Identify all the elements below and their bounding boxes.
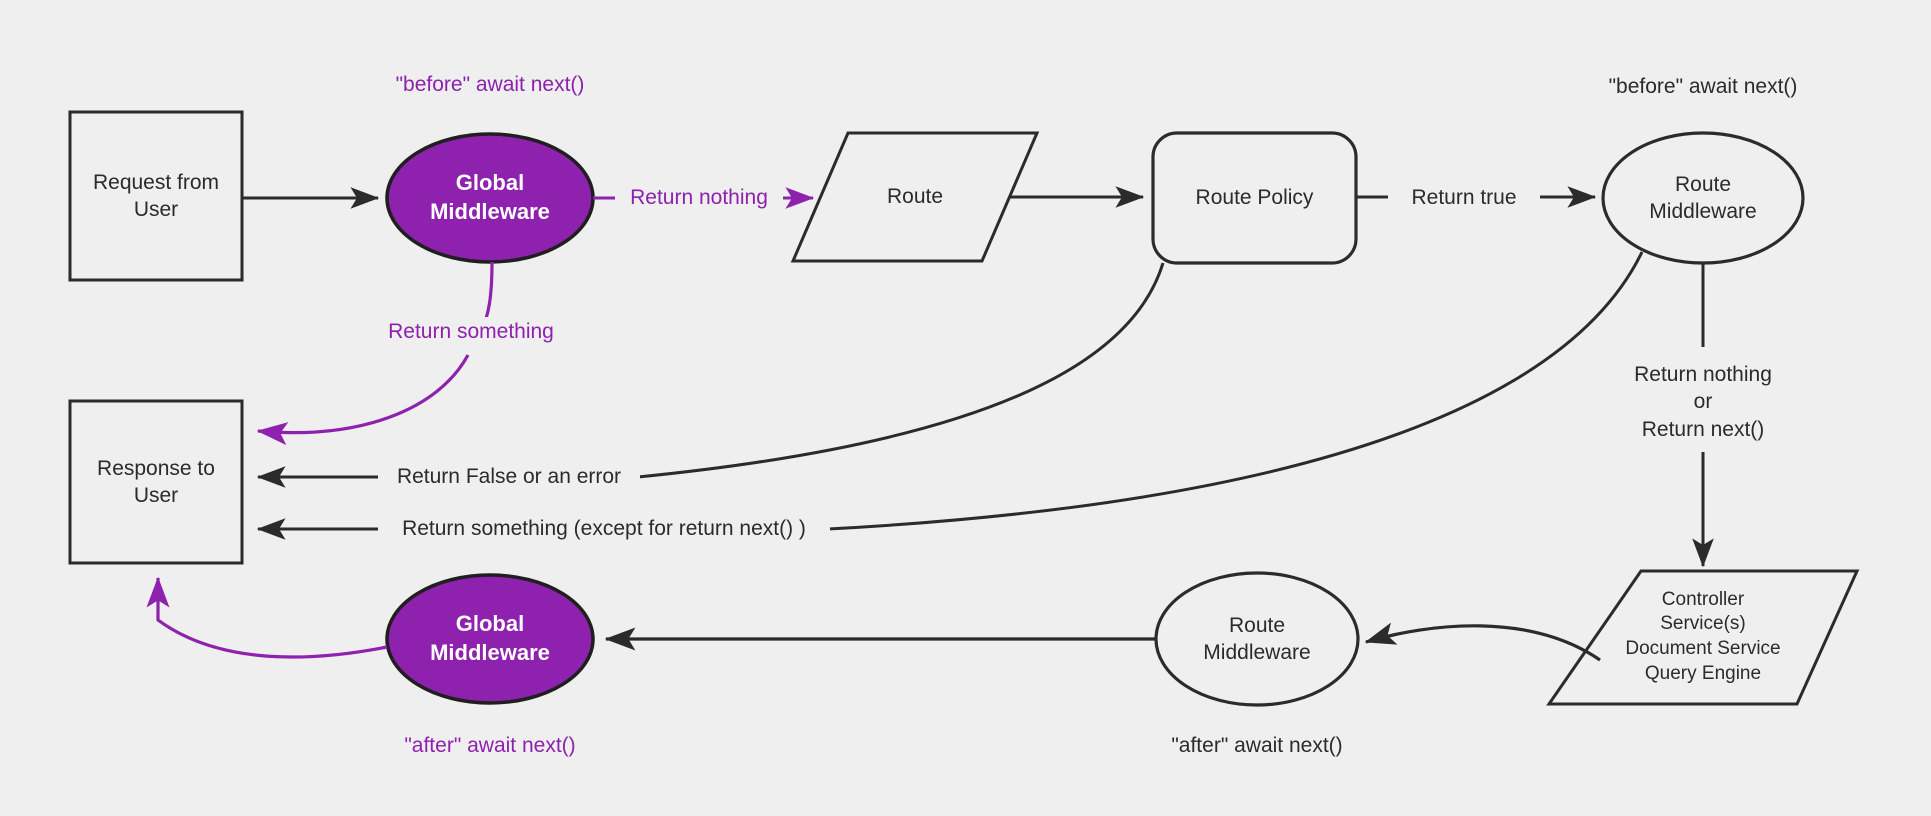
node-route-middleware-top (1601, 131, 1805, 265)
edge-global-middleware-top-to-response-curve (256, 354, 470, 446)
annotation-before-await-next-global: "before" await next() (395, 73, 585, 97)
edge-label-return-something-except-next: Return something (except for return next… (378, 514, 830, 544)
node-controller-services (1546, 569, 1860, 706)
edge-label-return-something: Return something (373, 317, 569, 347)
edge-label-return-nothing-or-next: Return nothing or Return next() (1593, 358, 1813, 446)
node-global-middleware-bottom (385, 573, 595, 705)
edge-route-policy-to-response (637, 262, 1165, 479)
edge-controller-to-route-middleware-bottom (1364, 622, 1601, 662)
node-global-middleware-top (385, 132, 595, 264)
annotation-after-await-next-global: "after" await next() (404, 734, 576, 758)
node-route-policy (1151, 131, 1358, 265)
edge-label-return-false-or-error: Return False or an error (378, 462, 640, 492)
annotation-after-await-next-route: "after" await next() (1171, 734, 1343, 758)
annotation-before-await-next-route: "before" await next() (1608, 75, 1798, 99)
edge-label-return-nothing: Return nothing (615, 183, 783, 213)
node-route-middleware-bottom (1154, 571, 1360, 707)
edge-route-middleware-to-response (827, 251, 1644, 531)
edge-global-middleware-bottom-to-response (146, 576, 388, 659)
node-request-from-user (68, 110, 244, 282)
node-route (790, 131, 1040, 263)
node-response-to-user (68, 399, 244, 565)
edge-label-return-true: Return true (1388, 183, 1540, 213)
